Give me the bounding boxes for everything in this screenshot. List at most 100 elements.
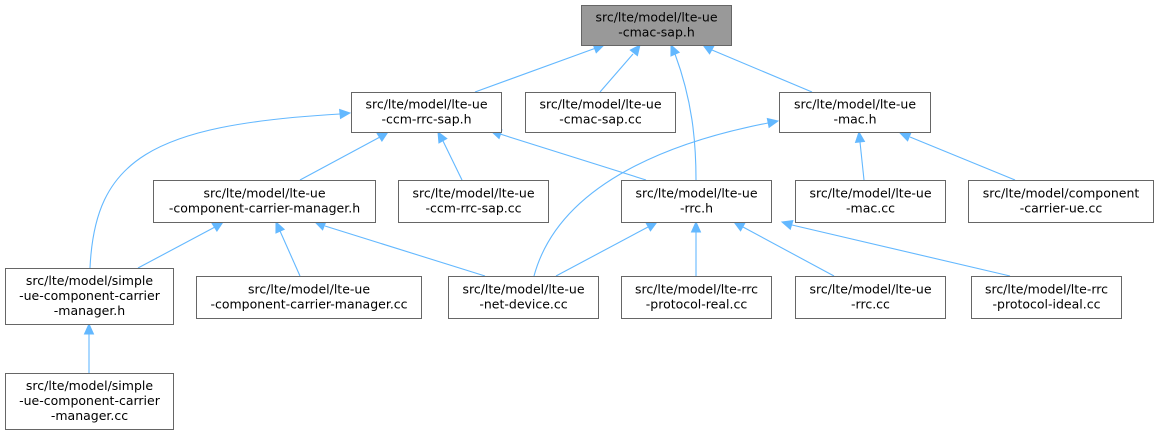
node-box[interactable] xyxy=(525,92,676,133)
node-box[interactable] xyxy=(621,180,772,223)
edge-line xyxy=(533,122,769,277)
node-label-line: src/lte/model/lte-ue xyxy=(809,282,931,297)
node-label-line: -ue-component-carrier xyxy=(19,393,161,408)
graph-node-n2[interactable]: src/lte/model/lte-ue-cmac-sap.cc xyxy=(525,92,676,133)
node-label-line: -mac.cc xyxy=(846,201,895,216)
edge-line xyxy=(599,53,634,93)
node-label-line: src/lte/model/lte-ue xyxy=(635,186,757,201)
node-label-line: src/lte/model/lte-ue xyxy=(462,282,584,297)
node-label-line: src/lte/model/lte-rrc xyxy=(635,282,758,297)
edge-line xyxy=(474,47,597,93)
node-box[interactable] xyxy=(795,180,946,223)
node-box[interactable] xyxy=(795,276,946,319)
arrowhead xyxy=(211,221,225,233)
edge-n6-to-n0 xyxy=(670,43,697,181)
graph-node-n0[interactable]: src/lte/model/lte-ue-cmac-sap.h xyxy=(581,5,732,46)
edge-line xyxy=(89,113,341,269)
edges-layer xyxy=(83,43,1016,373)
edge-n2-to-n0 xyxy=(599,44,641,93)
arrowhead xyxy=(376,131,390,143)
node-box[interactable] xyxy=(351,92,502,133)
graph-node-n3[interactable]: src/lte/model/lte-ue-mac.h xyxy=(779,92,931,133)
edge-line xyxy=(555,226,649,277)
node-box[interactable] xyxy=(398,180,549,223)
edge-n11-to-n4 xyxy=(313,221,486,277)
node-label-line: -manager.cc xyxy=(51,408,128,423)
graph-node-n6[interactable]: src/lte/model/lte-ue-rrc.h xyxy=(621,180,772,223)
node-label-line: -component-carrier-manager.h xyxy=(169,201,360,216)
edge-n9-to-n1 xyxy=(89,108,352,269)
edge-n12-to-n6 xyxy=(690,220,702,276)
edge-n1-to-n0 xyxy=(474,43,606,93)
node-box[interactable] xyxy=(581,5,732,46)
node-label-line: -ccm-rrc-sap.cc xyxy=(426,201,522,216)
edge-line xyxy=(279,230,301,277)
arrowhead xyxy=(645,221,659,232)
graph-node-n14[interactable]: src/lte/model/lte-rrc-protocol-ideal.cc xyxy=(971,276,1122,319)
node-box[interactable] xyxy=(621,276,772,319)
node-label-line: src/lte/model/component xyxy=(983,186,1140,201)
arrowhead xyxy=(780,219,794,231)
edge-line xyxy=(742,226,835,277)
node-label-line: src/lte/model/simple xyxy=(26,273,153,288)
graph-node-n4[interactable]: src/lte/model/lte-ue-component-carrier-m… xyxy=(153,180,376,223)
node-box[interactable] xyxy=(779,92,931,133)
node-label-line: src/lte/model/lte-ue xyxy=(248,282,370,297)
graph-node-n9[interactable]: src/lte/model/simple-ue-component-carrie… xyxy=(5,268,174,325)
arrowhead xyxy=(437,130,448,144)
node-label-line: src/lte/model/lte-ue xyxy=(203,186,325,201)
node-label-line: -rrc.cc xyxy=(851,297,890,312)
edge-n4-to-n1 xyxy=(299,131,390,181)
edge-n5-to-n1 xyxy=(437,130,463,181)
edge-n11-to-n3 xyxy=(533,117,780,277)
node-label-line: -mac.h xyxy=(833,112,876,127)
node-box[interactable] xyxy=(971,276,1122,319)
node-box[interactable] xyxy=(196,276,422,319)
node-label-line: -cmac-sap.h xyxy=(618,25,695,40)
edge-n8-to-n3 xyxy=(898,132,1016,181)
node-label-line: -component-carrier-manager.cc xyxy=(210,297,407,312)
edge-n7-to-n3 xyxy=(854,130,866,181)
node-box[interactable] xyxy=(153,180,376,223)
edge-n11-to-n6 xyxy=(555,221,659,277)
graph-node-n1[interactable]: src/lte/model/lte-ue-ccm-rrc-sap.h xyxy=(351,92,502,133)
arrowhead xyxy=(339,108,352,120)
edge-line xyxy=(499,133,647,181)
node-box[interactable] xyxy=(5,268,174,325)
edge-n10-to-n4 xyxy=(275,220,301,277)
edge-line xyxy=(909,136,1016,181)
edge-n3-to-n0 xyxy=(701,44,813,93)
node-label-line: -protocol-ideal.cc xyxy=(993,297,1101,312)
node-label-line: -ue-component-carrier xyxy=(19,288,161,303)
edge-line xyxy=(674,53,697,181)
node-label-line: src/lte/model/lte-ue xyxy=(794,97,916,112)
arrowhead xyxy=(766,117,780,129)
node-label-line: -manager.h xyxy=(54,303,125,318)
edge-line xyxy=(137,226,216,269)
node-label-line: src/lte/model/lte-ue xyxy=(365,97,487,112)
arrowhead xyxy=(701,44,715,55)
graph-node-n10[interactable]: src/lte/model/lte-ue-component-carrier-m… xyxy=(196,276,422,319)
edge-line xyxy=(324,225,486,277)
arrowhead xyxy=(690,220,702,233)
node-label-line: src/lte/model/lte-ue xyxy=(539,97,661,112)
node-label-line: src/lte/model/simple xyxy=(26,378,153,393)
edge-n13-to-n6 xyxy=(732,221,835,277)
graph-node-n5[interactable]: src/lte/model/lte-ue-ccm-rrc-sap.cc xyxy=(398,180,549,223)
graph-node-n15[interactable]: src/lte/model/simple-ue-component-carrie… xyxy=(5,373,174,430)
edge-line xyxy=(711,49,813,93)
graph-node-n12[interactable]: src/lte/model/lte-rrc-protocol-real.cc xyxy=(621,276,772,319)
graph-node-n13[interactable]: src/lte/model/lte-ue-rrc.cc xyxy=(795,276,946,319)
graph-node-n7[interactable]: src/lte/model/lte-ue-mac.cc xyxy=(795,180,946,223)
arrowhead xyxy=(898,132,912,142)
edge-line xyxy=(299,136,381,181)
nodes-layer: src/lte/model/lte-ue-cmac-sap.hsrc/lte/m… xyxy=(5,5,1154,430)
graph-node-n11[interactable]: src/lte/model/lte-ue-net-device.cc xyxy=(448,276,599,319)
graph-node-n8[interactable]: src/lte/model/component-carrier-ue.cc xyxy=(968,180,1154,223)
node-box[interactable] xyxy=(5,373,174,430)
node-label-line: src/lte/model/lte-ue xyxy=(595,10,717,25)
arrowhead xyxy=(670,43,681,57)
node-box[interactable] xyxy=(448,276,599,319)
node-box[interactable] xyxy=(968,180,1154,223)
